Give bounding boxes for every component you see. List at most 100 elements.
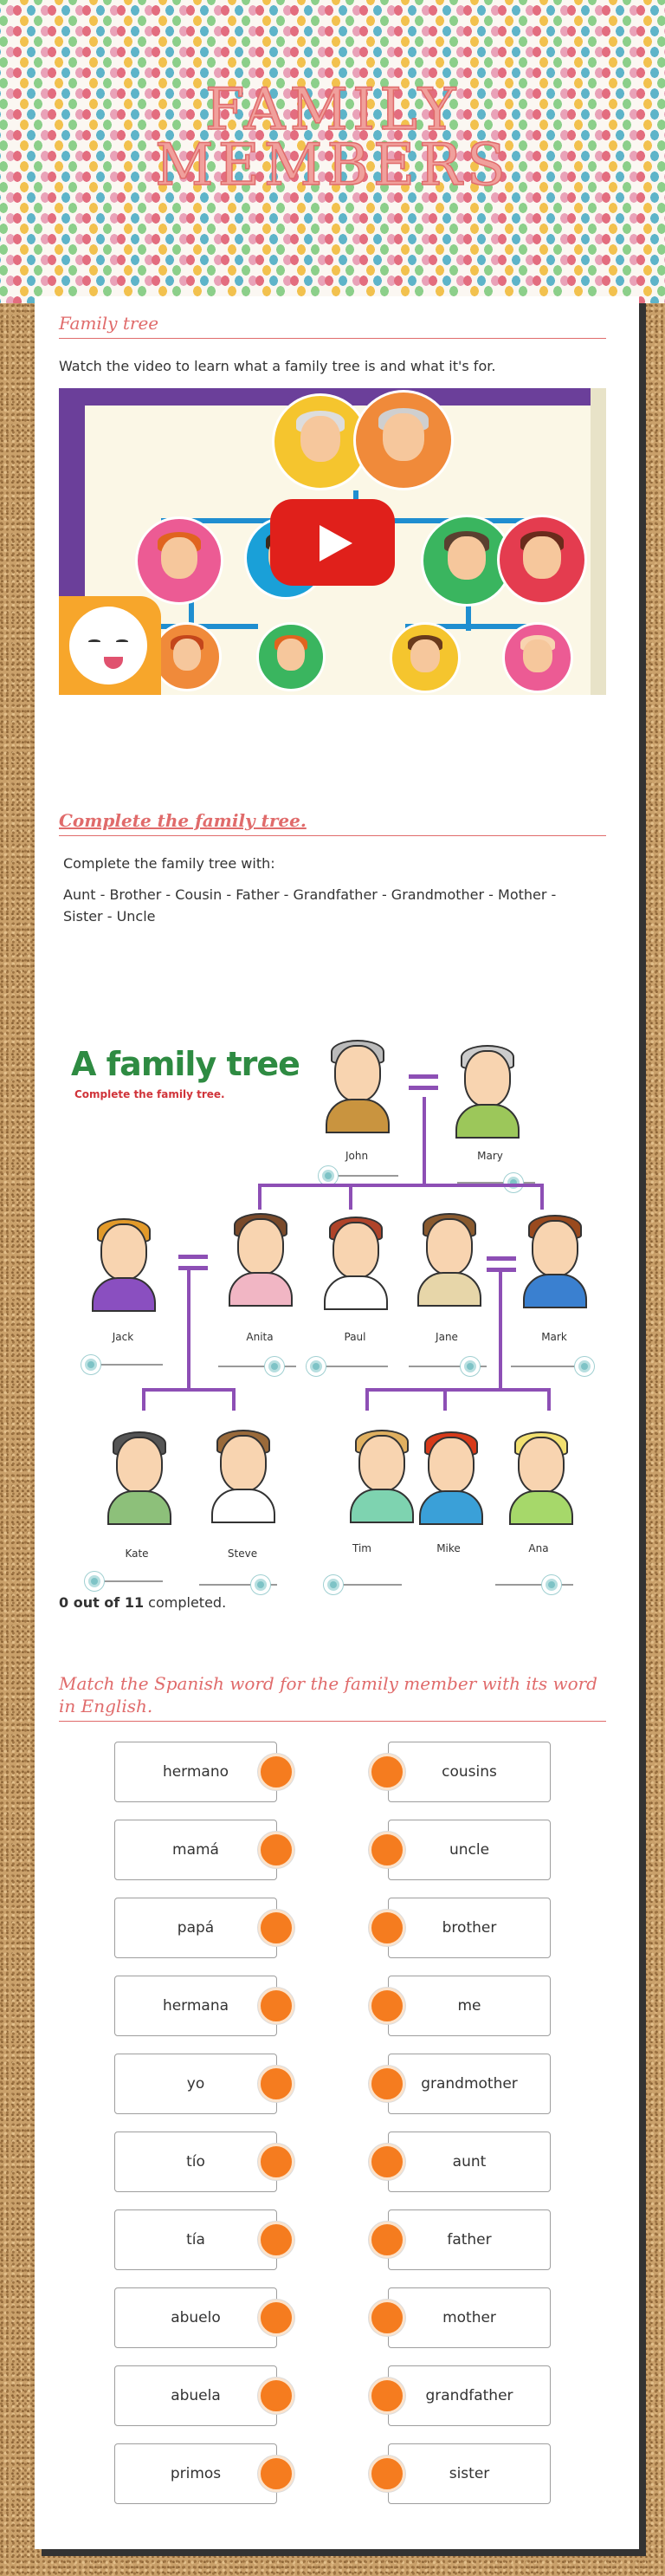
tree-connector bbox=[443, 1388, 447, 1411]
tree-connector bbox=[187, 1270, 190, 1392]
match-left-item[interactable]: hermano bbox=[114, 1742, 277, 1802]
drop-target[interactable] bbox=[575, 1357, 594, 1376]
video-description: Watch the video to learn what a family t… bbox=[59, 358, 496, 374]
aunt-avatar bbox=[497, 515, 587, 605]
answer-slot-mark[interactable] bbox=[511, 1357, 594, 1376]
tree-connector bbox=[365, 1388, 551, 1392]
answer-slot-paul[interactable] bbox=[307, 1357, 388, 1376]
match-left-connector[interactable] bbox=[258, 1832, 294, 1868]
name-mary: Mary bbox=[477, 1150, 503, 1162]
section-title-complete-tree: Complete the family tree. bbox=[59, 809, 606, 836]
match-right-connector[interactable] bbox=[369, 1754, 405, 1790]
drop-target[interactable] bbox=[324, 1575, 343, 1594]
match-right-item[interactable]: father bbox=[388, 2209, 551, 2270]
child-avatar bbox=[256, 622, 326, 691]
play-button[interactable] bbox=[270, 499, 395, 586]
drop-target[interactable] bbox=[319, 1166, 338, 1185]
match-right-connector[interactable] bbox=[369, 1910, 405, 1946]
name-paul: Paul bbox=[344, 1331, 366, 1343]
match-right-connector[interactable] bbox=[369, 2222, 405, 2258]
answer-slot-steve[interactable] bbox=[199, 1575, 277, 1594]
tree-subtitle: Complete the family tree. bbox=[74, 1088, 225, 1100]
match-right-item[interactable]: mother bbox=[388, 2287, 551, 2348]
answer-slot-anita[interactable] bbox=[218, 1357, 296, 1376]
progress-suffix: completed. bbox=[144, 1594, 227, 1611]
match-left-item[interactable]: papá bbox=[114, 1898, 277, 1958]
match-left-connector[interactable] bbox=[258, 2300, 294, 2336]
tree-connector bbox=[142, 1388, 234, 1392]
play-icon bbox=[320, 525, 352, 561]
match-left-item[interactable]: mamá bbox=[114, 1820, 277, 1880]
match-left-item[interactable]: primos bbox=[114, 2443, 277, 2504]
drop-target[interactable] bbox=[307, 1357, 326, 1376]
section-title-match: Match the Spanish word for the family me… bbox=[59, 1672, 606, 1722]
match-right-connector[interactable] bbox=[369, 2456, 405, 2492]
child-avatar bbox=[152, 622, 222, 691]
match-left-item[interactable]: yo bbox=[114, 2054, 277, 2114]
drop-target[interactable] bbox=[542, 1575, 561, 1594]
match-right-item[interactable]: uncle bbox=[388, 1820, 551, 1880]
match-right-connector[interactable] bbox=[369, 2144, 405, 2180]
section-title-family-tree: Family tree bbox=[59, 312, 606, 339]
mascot-face-icon bbox=[69, 607, 147, 685]
answer-slot-ana[interactable] bbox=[495, 1575, 573, 1594]
match-right-connector[interactable] bbox=[369, 2066, 405, 2102]
match-right-item[interactable]: cousins bbox=[388, 1742, 551, 1802]
father-avatar bbox=[135, 516, 223, 605]
tree-line bbox=[405, 624, 544, 629]
match-left-connector[interactable] bbox=[258, 1754, 294, 1790]
match-right-item[interactable]: grandfather bbox=[388, 2365, 551, 2426]
drop-target[interactable] bbox=[461, 1357, 480, 1376]
match-right-item[interactable]: aunt bbox=[388, 2132, 551, 2192]
mascot-eye bbox=[116, 639, 128, 644]
match-right-item[interactable]: me bbox=[388, 1976, 551, 2036]
tree-connector bbox=[499, 1272, 502, 1388]
title-line-2: MEMBERS bbox=[154, 132, 510, 198]
name-mark: Mark bbox=[541, 1331, 567, 1343]
match-right-connector[interactable] bbox=[369, 1988, 405, 2024]
video-player[interactable] bbox=[59, 388, 606, 695]
grandmother-avatar bbox=[353, 390, 454, 490]
match-left-connector[interactable] bbox=[258, 2066, 294, 2102]
header-banner: FAMILY MEMBERS bbox=[0, 0, 665, 303]
match-right-connector[interactable] bbox=[369, 1832, 405, 1868]
match-right-connector[interactable] bbox=[369, 2378, 405, 2414]
answer-slot-tim[interactable] bbox=[324, 1575, 402, 1594]
match-left-item[interactable]: hermana bbox=[114, 1976, 277, 2036]
match-left-item[interactable]: abuelo bbox=[114, 2287, 277, 2348]
match-left-item[interactable]: tía bbox=[114, 2209, 277, 2270]
name-jane: Jane bbox=[436, 1331, 458, 1343]
drop-target[interactable] bbox=[251, 1575, 270, 1594]
match-right-item[interactable]: brother bbox=[388, 1898, 551, 1958]
equals-sign bbox=[178, 1255, 208, 1270]
name-anita: Anita bbox=[246, 1331, 274, 1343]
answer-slot-john[interactable] bbox=[319, 1166, 398, 1185]
match-left-connector[interactable] bbox=[258, 2144, 294, 2180]
section-title-text: Complete the family tree. bbox=[59, 810, 307, 831]
answer-slot-jane[interactable] bbox=[409, 1357, 487, 1376]
tree-connector bbox=[365, 1388, 369, 1411]
match-left-item[interactable]: tío bbox=[114, 2132, 277, 2192]
drop-target[interactable] bbox=[81, 1355, 100, 1374]
tree-connector bbox=[547, 1388, 551, 1411]
answer-slot-mary[interactable] bbox=[457, 1173, 535, 1192]
match-left-connector[interactable] bbox=[258, 1988, 294, 2024]
match-right-item[interactable]: sister bbox=[388, 2443, 551, 2504]
match-left-connector[interactable] bbox=[258, 2456, 294, 2492]
match-right-item[interactable]: grandmother bbox=[388, 2054, 551, 2114]
answer-slot-kate[interactable] bbox=[85, 1572, 163, 1591]
video-frame-left bbox=[59, 388, 85, 605]
match-left-connector[interactable] bbox=[258, 1910, 294, 1946]
match-left-item[interactable]: abuela bbox=[114, 2365, 277, 2426]
drop-target[interactable] bbox=[85, 1572, 104, 1591]
answer-slot-jack[interactable] bbox=[81, 1355, 163, 1374]
tree-title: A family tree bbox=[71, 1045, 300, 1083]
match-left-connector[interactable] bbox=[258, 2222, 294, 2258]
tree-connector bbox=[258, 1184, 261, 1210]
channel-logo bbox=[59, 596, 161, 695]
progress-status: 0 out of 11 completed. bbox=[59, 1594, 226, 1611]
drop-target[interactable] bbox=[504, 1173, 523, 1192]
match-right-connector[interactable] bbox=[369, 2300, 405, 2336]
drop-target[interactable] bbox=[265, 1357, 284, 1376]
match-left-connector[interactable] bbox=[258, 2378, 294, 2414]
